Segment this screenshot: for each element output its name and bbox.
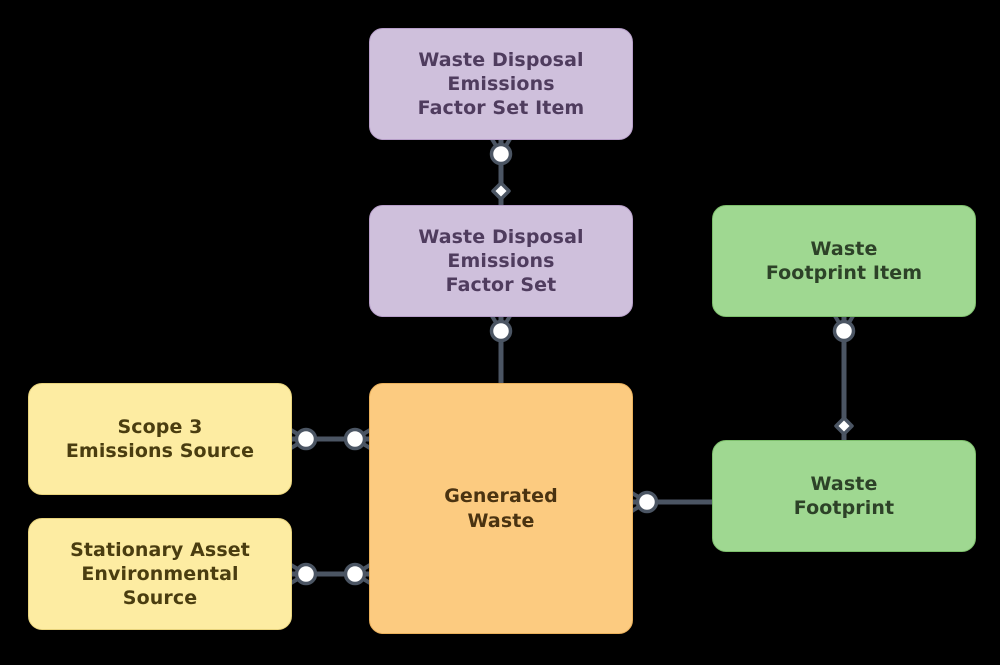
edge-waste-footprint-item-to-waste-footprint-to-one-diamond-marker <box>834 416 854 436</box>
entity-node-scope-3-emissions-source[interactable]: Scope 3 Emissions Source <box>28 383 292 495</box>
edge-scope-3-to-generated-waste-to-crowsfoot-marker <box>353 428 372 450</box>
edge-scope-3-to-generated-waste-from-zero-circle-marker <box>294 427 318 451</box>
relationship-edge-edge-waste-footprint-item-to-waste-footprint <box>832 314 856 440</box>
edge-factor-set-item-to-factor-set-to-one-diamond-marker <box>491 181 511 201</box>
edge-stationary-asset-to-generated-waste-to-crowsfoot-marker <box>353 563 372 585</box>
entity-node-generated-waste[interactable]: Generated Waste <box>369 383 633 634</box>
edge-scope-3-to-generated-waste-to-zero-circle-marker <box>343 427 367 451</box>
relationship-edge-edge-scope-3-to-generated-waste <box>289 427 372 451</box>
entity-node-waste-footprint-item[interactable]: Waste Footprint Item <box>712 205 976 317</box>
entity-node-stationary-asset-environmental-source[interactable]: Stationary Asset Environmental Source <box>28 518 292 630</box>
edge-scope-3-to-generated-waste-from-crowsfoot-marker <box>289 428 308 450</box>
edge-factor-set-item-to-factor-set-from-zero-circle-marker <box>489 142 513 166</box>
edge-waste-footprint-item-to-waste-footprint-from-crowsfoot-marker <box>833 314 855 333</box>
entity-node-waste-disposal-emissions-factor-set-item[interactable]: Waste Disposal Emissions Factor Set Item <box>369 28 633 140</box>
edge-stationary-asset-to-generated-waste-from-zero-circle-marker <box>294 562 318 586</box>
edge-factor-set-to-generated-waste-from-zero-circle-marker <box>489 319 513 343</box>
relationship-edge-edge-factor-set-to-generated-waste <box>489 314 513 383</box>
relationship-edge-edge-stationary-asset-to-generated-waste <box>289 562 372 586</box>
relationship-edge-edge-factor-set-item-to-factor-set <box>489 137 513 205</box>
relationship-edge-edge-generated-waste-to-waste-footprint <box>630 490 712 514</box>
entity-node-waste-footprint[interactable]: Waste Footprint <box>712 440 976 552</box>
edge-factor-set-to-generated-waste-from-crowsfoot-marker <box>490 314 512 333</box>
edge-factor-set-item-to-factor-set-from-crowsfoot-marker <box>490 137 512 156</box>
edge-generated-waste-to-waste-footprint-from-zero-circle-marker <box>635 490 659 514</box>
edge-stationary-asset-to-generated-waste-to-zero-circle-marker <box>343 562 367 586</box>
edge-waste-footprint-item-to-waste-footprint-from-zero-circle-marker <box>832 319 856 343</box>
edge-generated-waste-to-waste-footprint-from-crowsfoot-marker <box>630 491 649 513</box>
entity-node-waste-disposal-emissions-factor-set[interactable]: Waste Disposal Emissions Factor Set <box>369 205 633 317</box>
edge-stationary-asset-to-generated-waste-from-crowsfoot-marker <box>289 563 308 585</box>
